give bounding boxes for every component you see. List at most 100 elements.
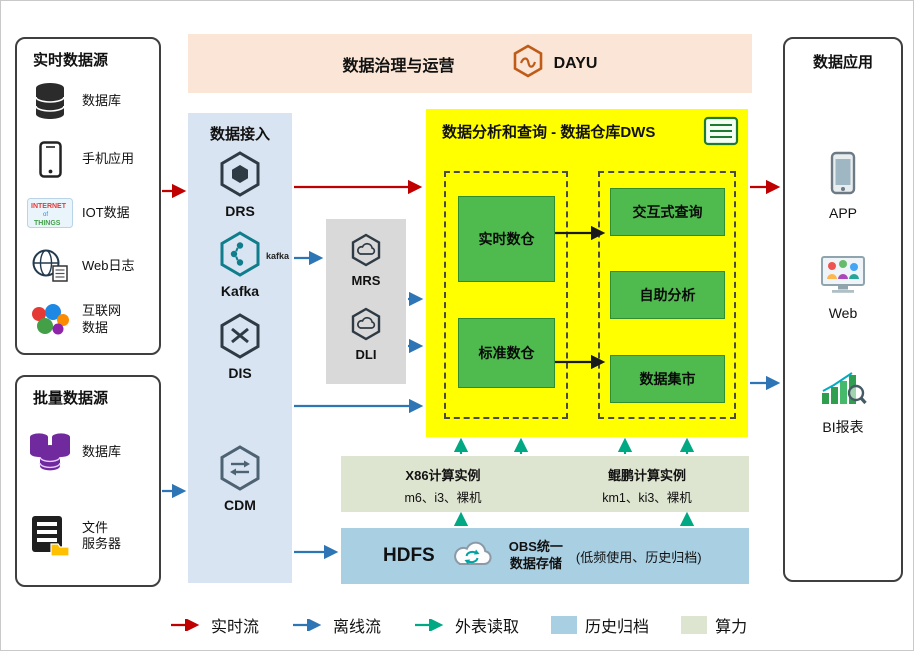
applications-title: 数据应用 <box>812 54 873 71</box>
compute-name: X86计算实例 <box>405 468 481 483</box>
svg-text:THINGS: THINGS <box>34 220 61 227</box>
application-item-web: Web <box>785 255 901 321</box>
ingestion-item-label: CDM <box>224 497 256 513</box>
legend-item-realtime-flow: 实时流 <box>169 613 259 637</box>
source-item-label: 互联网 数据 <box>82 303 122 335</box>
ingestion-item-label: Kafka <box>220 283 260 299</box>
legend-label: 外表读取 <box>455 619 520 636</box>
middleware-item-label: DLI <box>355 347 377 362</box>
offline-flow-arrow-icon <box>293 619 322 631</box>
storage-box: HDFS OBS统一 数据存储 (低频使用、历史归档) <box>341 528 749 584</box>
middleware-box: MRS DLI <box>326 219 406 384</box>
legend-item-compute-power: 算力 <box>681 613 747 637</box>
dws-title: 数据分析和查询 - 数据仓库DWS <box>442 124 656 141</box>
obs-cloud-icon <box>448 538 496 575</box>
ingestion-item-drs: DRS <box>188 151 292 219</box>
compute-power-swatch <box>681 616 708 634</box>
iot-icon: INTERNET of THINGS <box>25 198 75 229</box>
warehouse-group: 实时数仓 标准数仓 <box>444 171 568 419</box>
compute-x86: X86计算实例 m6、i3、裸机 <box>341 456 545 512</box>
kafka-logo-text: kafka <box>265 251 289 261</box>
ingestion-item-label: DIS <box>228 365 252 381</box>
dayu-brand: DAYU <box>511 44 598 83</box>
dws-document-icon <box>703 116 739 151</box>
source-item-batch-database: 数据库 <box>25 430 153 474</box>
application-item-label: APP <box>828 205 857 221</box>
module-realtime-warehouse: 实时数仓 <box>458 196 555 282</box>
app-icon <box>830 151 856 199</box>
module-data-mart: 数据集市 <box>610 355 725 403</box>
source-item-internet-data: 互联网 数据 <box>25 303 153 336</box>
application-item-bi-report: BI报表 <box>785 369 901 437</box>
dis-icon <box>218 313 262 363</box>
realtime-sources-list: 数据库 手机应用 INTERNET of <box>17 70 159 356</box>
history-archive-swatch <box>551 616 578 634</box>
realtime-sources-panel: 实时数据源 数据库 <box>15 37 161 355</box>
dayu-label: DAYU <box>553 54 598 72</box>
legend-item-external-read: 外表读取 <box>413 613 519 637</box>
source-item-iot: INTERNET of THINGS IOT数据 <box>25 198 153 229</box>
ingestion-title: 数据接入 <box>209 126 270 143</box>
application-item-app: APP <box>785 151 901 221</box>
batch-sources-list: 数据库 文件 服务器 <box>17 408 159 588</box>
application-item-label: Web <box>828 305 858 321</box>
source-item-label: 数据库 <box>82 93 122 109</box>
compute-instances-box: X86计算实例 m6、i3、裸机 鲲鹏计算实例 km1、ki3、裸机 <box>341 456 749 512</box>
source-item-label: Web日志 <box>82 257 135 273</box>
file-server-icon <box>25 514 75 558</box>
obs-note: (低频使用、历史归档) <box>575 549 702 565</box>
compute-kunpeng: 鲲鹏计算实例 km1、ki3、裸机 <box>545 456 749 512</box>
ingestion-item-cdm: CDM <box>188 445 292 513</box>
hdfs-label: HDFS <box>383 545 435 566</box>
source-item-database: 数据库 <box>25 82 153 120</box>
web-log-icon <box>25 249 75 283</box>
realtime-flow-arrow-icon <box>171 619 200 631</box>
source-item-file-server: 文件 服务器 <box>25 514 153 558</box>
web-icon <box>819 256 867 299</box>
data-applications-panel: 数据应用 APP <box>783 37 903 582</box>
database-icon <box>25 82 75 120</box>
source-item-label: 手机应用 <box>82 151 135 167</box>
compute-detail: m6、i3、裸机 <box>404 491 482 505</box>
svg-text:of: of <box>43 212 48 218</box>
mrs-icon <box>350 233 382 271</box>
middleware-item-mrs: MRS <box>326 233 406 288</box>
source-item-label: IOT数据 <box>82 205 130 221</box>
source-item-label: 数据库 <box>82 443 122 459</box>
dws-warehouse-box: 数据分析和查询 - 数据仓库DWS 实时数仓 标准数仓 交互式查询 自助分析 数… <box>426 109 748 437</box>
middleware-item-label: MRS <box>351 273 381 288</box>
legend-label: 算力 <box>715 619 748 636</box>
batch-sources-panel: 批量数据源 <box>15 375 161 587</box>
batch-sources-title: 批量数据源 <box>33 390 109 407</box>
realtime-sources-title: 实时数据源 <box>33 52 109 69</box>
source-item-mobile-app: 手机应用 <box>25 141 153 178</box>
dayu-icon <box>511 44 545 83</box>
drs-icon <box>218 151 262 201</box>
application-item-label: BI报表 <box>822 419 864 435</box>
compute-name: 鲲鹏计算实例 <box>607 468 686 483</box>
dli-icon <box>350 307 382 345</box>
svg-text:INTERNET: INTERNET <box>31 203 67 210</box>
module-self-service-analysis: 自助分析 <box>610 271 725 319</box>
legend-label: 实时流 <box>211 619 260 636</box>
data-ingestion-column: 数据接入 DRS kafka <box>188 113 292 583</box>
database-cluster-icon <box>25 430 75 474</box>
legend-item-offline-flow: 离线流 <box>291 613 381 637</box>
governance-title: 数据治理与运营 <box>342 57 455 75</box>
external-read-arrow-icon <box>415 619 444 631</box>
module-standard-warehouse: 标准数仓 <box>458 318 555 388</box>
kafka-icon <box>218 231 262 281</box>
cdm-icon <box>218 445 262 495</box>
legend: 实时流 离线流 外表读取 历史归档 算力 <box>169 613 747 637</box>
mobile-app-icon <box>25 141 75 178</box>
module-interactive-query: 交互式查询 <box>610 188 725 236</box>
ingestion-item-dis: DIS <box>188 313 292 381</box>
ingestion-item-kafka: kafka Kafka <box>188 231 292 299</box>
source-item-web-log: Web日志 <box>25 249 153 283</box>
legend-label: 历史归档 <box>585 619 650 636</box>
governance-banner: 数据治理与运营 DAYU <box>188 34 752 93</box>
middleware-item-dli: DLI <box>326 307 406 362</box>
legend-label: 离线流 <box>333 619 382 636</box>
bi-report-icon <box>819 372 867 411</box>
